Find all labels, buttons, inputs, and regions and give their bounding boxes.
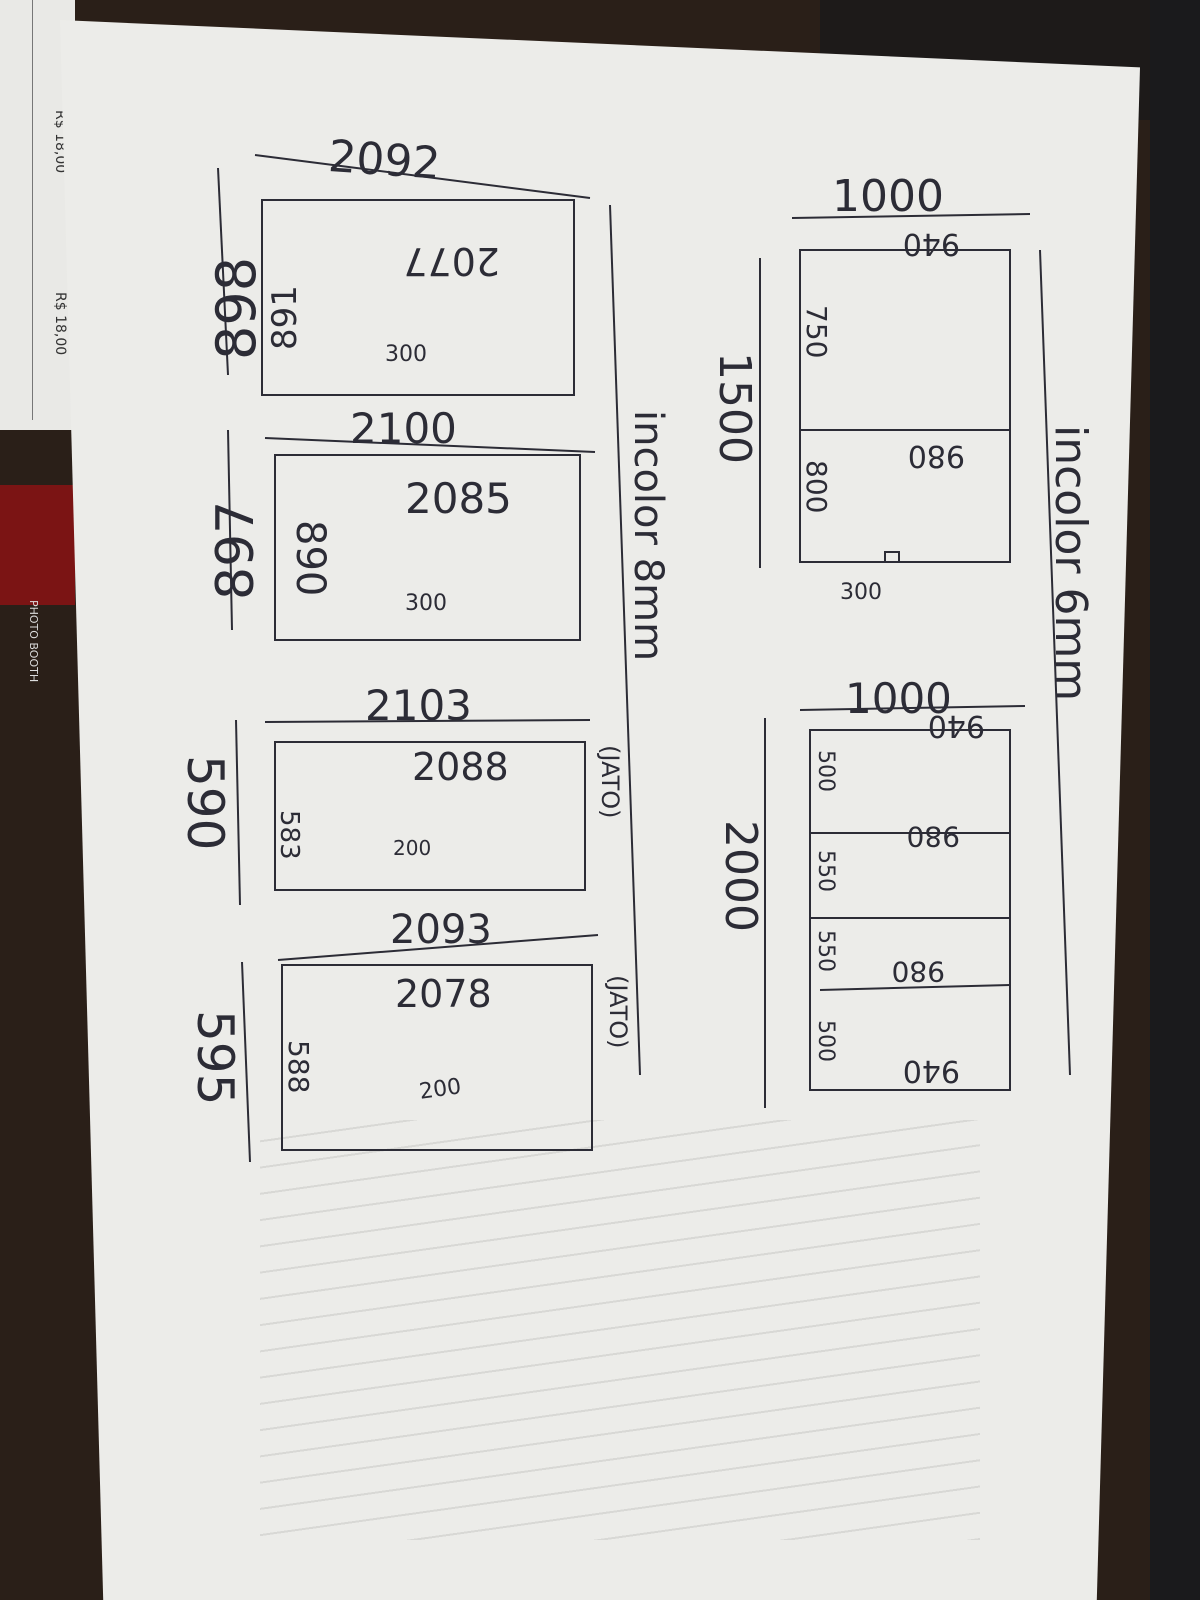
panel-1500-handle [884,551,900,563]
panel-898-inner-height: 891 [265,285,305,350]
panel-1500-outline [799,249,1011,563]
panel-595-note: (JATO) [604,975,632,1049]
panel-898-outline [261,199,575,396]
panel-897-height-line [227,429,233,631]
panel-897-mark: 300 [405,591,447,616]
panel-595-height: 595 [186,1010,244,1106]
panel-1500-cell-2: 980 [907,438,965,473]
heading-6mm: incolor 6mm [1045,425,1096,702]
panel-2000-cell-2: 980 [906,820,960,853]
panel-595-mark: 200 [417,1074,463,1105]
panel-590-width: 2103 [365,681,472,730]
panel-898-inner-width: 2077 [403,239,500,283]
panel-1500-mark: 300 [840,580,882,605]
panel-1500-cell-1: 940 [902,226,960,261]
photo-booth-card [0,485,75,605]
panel-897-inner-height: 890 [287,520,333,597]
panel-590-height: 590 [176,755,234,851]
panel-2000-width-line [799,705,1026,711]
panel-595-outline [281,964,593,1151]
panel-1500-width: 1000 [832,171,944,222]
panel-897-width-line [264,437,596,453]
panel-590-note: (JATO) [596,745,624,819]
panel-595-inner-height: 588 [282,1040,315,1094]
panel-2000-side-3: 550 [813,930,838,972]
sketch-paper [60,20,1140,1600]
panel-2000-cell-4: 940 [902,1053,960,1088]
panel-898-width-line [254,154,591,199]
panel-898-width: 2092 [326,131,442,190]
panel-590-inner-height: 583 [274,810,304,860]
panel-2000-width: 1000 [845,674,952,723]
panel-590-outline [274,741,586,891]
panel-1500-width-line [791,213,1031,219]
panel-1500-side-1: 750 [800,305,833,359]
panel-2000-cell-1: 940 [927,708,985,743]
bleed-through-print [260,1120,980,1540]
heading-underline-8mm [609,204,641,1076]
panel-595-width: 2093 [390,907,492,953]
panel-595-inner-width: 2078 [395,972,492,1016]
stub-divider [32,0,33,420]
panel-2000-outline [809,729,1011,1091]
panel-2000-divider-3 [819,984,1011,991]
panel-590-width-line [264,719,591,723]
keyboard-edge [1150,0,1200,1600]
panel-2000-side-2: 550 [813,850,838,892]
panel-898-mark: 300 [385,342,427,367]
panel-2000-cell-3: 980 [891,955,945,988]
panel-897-width: 2100 [350,404,457,453]
heading-8mm: incolor 8mm [625,410,671,662]
panel-897-inner-width: 2085 [405,474,512,523]
panel-590-mark: 200 [393,836,432,860]
panel-590-inner-width: 2088 [412,745,509,789]
panel-897-outline [274,454,581,641]
panel-2000-height: 2000 [715,820,766,932]
panel-595-width-line [277,934,599,961]
panel-595-height-line [241,961,251,1163]
panel-590-height-line [235,719,241,906]
panel-897-height: 897 [206,500,266,600]
panel-2000-side-4: 500 [813,1020,838,1062]
panel-1500-height: 1500 [709,352,760,464]
panel-1500-side-2: 800 [800,460,833,514]
panel-898-height: 898 [205,256,268,360]
panel-898-height-line [217,167,229,376]
panel-2000-side-1: 500 [813,750,838,792]
heading-underline-6mm [1039,249,1071,1076]
